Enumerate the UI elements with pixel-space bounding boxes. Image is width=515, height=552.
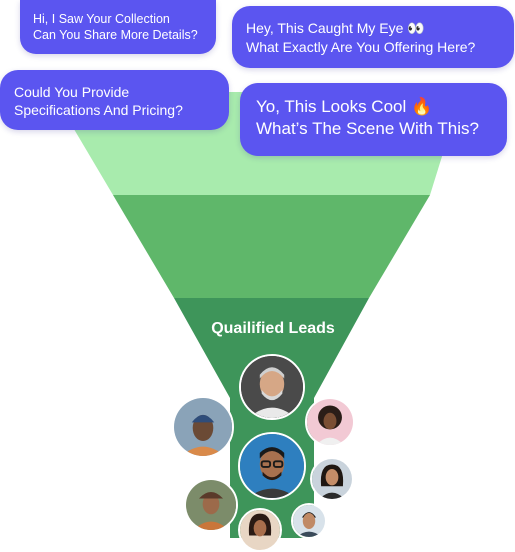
person-icon — [307, 399, 353, 445]
bubble-line: Could You Provide — [14, 84, 130, 100]
avatar-woman-bottom — [238, 508, 282, 552]
person-icon — [240, 434, 304, 498]
chat-bubble-looks-cool: Yo, This Looks Cool 🔥 What’s The Scene W… — [240, 83, 507, 156]
bubble-line: Specifications And Pricing? — [14, 102, 183, 118]
avatar-woman-hat — [184, 478, 238, 532]
funnel-middle-segment — [113, 195, 430, 298]
person-icon — [293, 505, 325, 537]
avatar-man-glasses — [238, 432, 306, 500]
person-icon — [186, 480, 236, 530]
bubble-line: Can You Share More Details? — [33, 28, 198, 42]
avatar-man-gray-beard — [239, 354, 305, 420]
bubble-line: Yo, This Looks Cool 🔥 — [256, 97, 433, 116]
avatar-woman-curly — [305, 397, 355, 447]
bubble-line: Hi, I Saw Your Collection — [33, 12, 170, 26]
funnel-stage-label: Quailified Leads — [211, 320, 335, 337]
avatar-woman-dark-hair — [310, 457, 354, 501]
avatar-man-beanie — [172, 396, 234, 458]
chat-bubble-collection: Hi, I Saw Your Collection Can You Share … — [20, 0, 216, 54]
avatar-man-bottom — [291, 503, 327, 539]
person-icon — [241, 356, 303, 418]
bubble-line: What Exactly Are You Offering Here? — [246, 39, 476, 55]
person-icon — [240, 510, 280, 550]
bubble-line: Hey, This Caught My Eye 👀 — [246, 20, 425, 36]
chat-bubble-specifications: Could You Provide Specifications And Pri… — [0, 70, 229, 130]
chat-bubble-caught-eye: Hey, This Caught My Eye 👀 What Exactly A… — [232, 6, 514, 68]
bubble-line: What’s The Scene With This? — [256, 119, 479, 138]
person-icon — [174, 398, 232, 456]
person-icon — [312, 459, 352, 499]
